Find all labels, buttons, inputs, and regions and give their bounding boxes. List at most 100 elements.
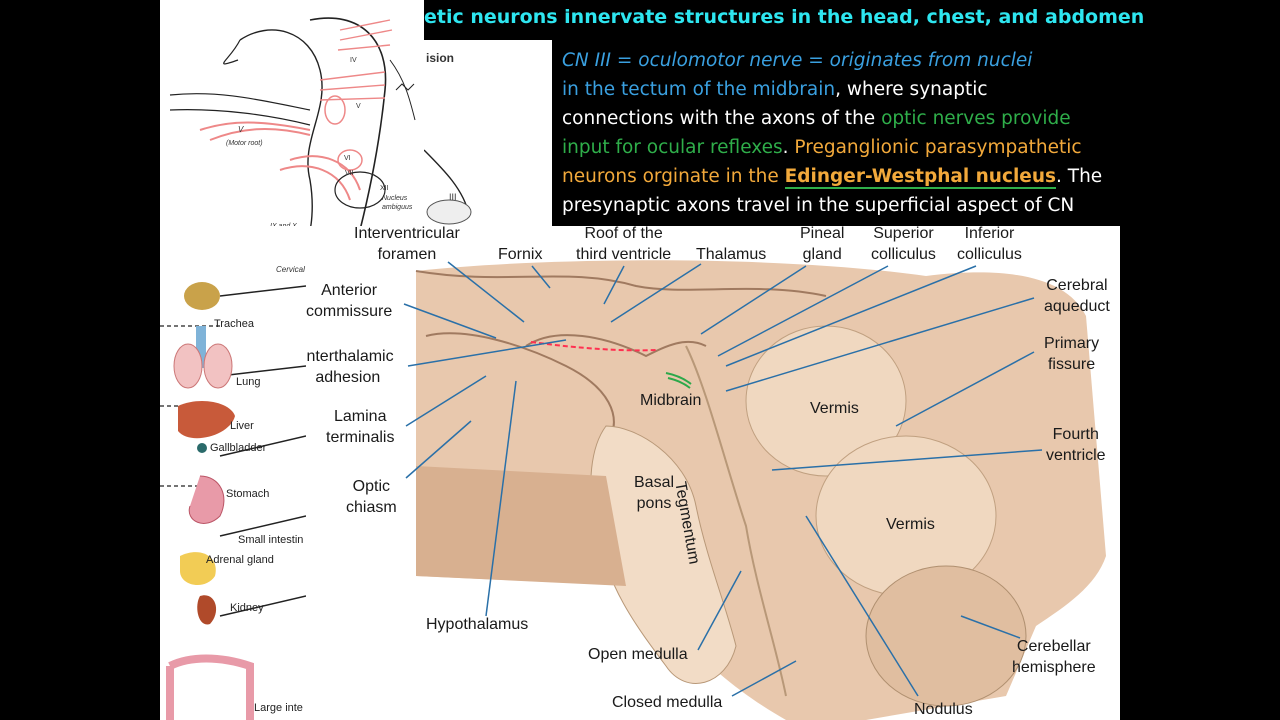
label-text: Open medulla — [588, 646, 688, 663]
label-text: Pineal — [800, 226, 845, 242]
nerve-v-label: V — [238, 125, 244, 134]
label-text: Inferior — [964, 226, 1015, 242]
label-lamina-terminalis: Lamina terminalis — [326, 406, 394, 448]
synaptic-phrase: , where synaptic — [835, 79, 988, 100]
lung-label: Lung — [236, 376, 261, 388]
label-cerebellar-hemisphere: Cerebellar hemisphere — [1012, 636, 1096, 678]
label-text: foramen — [377, 246, 437, 263]
text-line-4: input for ocular reflexes. Preganglionic… — [562, 133, 1122, 162]
label-text: pons — [636, 495, 672, 512]
label-text: hemisphere — [1012, 659, 1096, 676]
small-intestine-label: Small intestin — [238, 534, 304, 546]
label-text: Superior — [873, 226, 934, 242]
explanation-text: CN III = oculomotor nerve = originates f… — [562, 46, 1122, 220]
label-text: Closed medulla — [612, 694, 723, 711]
roman-v-label: V — [356, 103, 361, 110]
xii-label: XII — [380, 185, 389, 192]
label-text: ventricle — [1046, 447, 1106, 464]
label-basal-pons: Basal pons — [634, 472, 674, 514]
label-fornix: Fornix — [498, 244, 542, 265]
liver-label: Liver — [230, 420, 254, 432]
slide-title: etic neurons innervate structures in the… — [424, 6, 1145, 28]
preganglionic-phrase: Preganglionic parasympathetic — [794, 137, 1082, 158]
label-closed-medulla: Closed medulla — [612, 692, 722, 713]
label-text: chiasm — [346, 499, 397, 516]
label-text: Primary — [1044, 335, 1100, 352]
roman-vi-label: VI — [344, 155, 351, 162]
label-cerebral-aqueduct: Cerebral aqueduct — [1044, 275, 1110, 317]
label-text: colliculus — [871, 246, 936, 263]
vision-drawing: ision III — [424, 51, 472, 225]
label-text: Nodulus — [914, 701, 973, 718]
label-text: Anterior — [321, 282, 378, 299]
label-text: commissure — [306, 303, 393, 320]
label-text: aqueduct — [1044, 298, 1110, 315]
label-text: Lamina — [333, 408, 387, 425]
label-text: Interventricular — [354, 226, 460, 242]
organ-drawing: Cervical — [160, 265, 306, 720]
label-text: gland — [802, 246, 842, 263]
nucleus-label: Nucleus — [382, 195, 408, 202]
label-text: Roof of the — [584, 226, 663, 242]
label-hypothalamus: Hypothalamus — [426, 614, 528, 635]
svg-text:III: III — [449, 192, 457, 202]
vision-diagram-fragment: ision III — [424, 40, 552, 230]
optic-nerves-phrase: optic nerves provide — [881, 108, 1071, 129]
label-text: fissure — [1047, 356, 1096, 373]
brain-drawing — [403, 260, 1106, 720]
label-anterior-commissure: Anterior commissure — [306, 280, 392, 322]
label-text: colliculus — [957, 246, 1022, 263]
text-line-3: connections with the axons of the optic … — [562, 104, 1122, 133]
label-superior-colliculus: Superior colliculus — [871, 226, 936, 265]
the-phrase: . The — [1056, 166, 1103, 187]
roman-iv-label: IV — [350, 57, 357, 64]
label-text: adhesion — [315, 369, 381, 386]
label-text: third ventricle — [576, 246, 672, 263]
tectum-phrase: in the tectum of the midbrain — [562, 79, 836, 100]
text-line-5: neurons orginate in the Edinger-Westphal… — [562, 162, 1122, 191]
label-vermis-bottom: Vermis — [886, 514, 935, 535]
motor-root-label: (Motor root) — [226, 140, 263, 147]
label-text: Fornix — [498, 246, 543, 263]
label-nodulus: Nodulus — [914, 699, 973, 720]
stomach-label: Stomach — [226, 488, 270, 500]
trachea-label: Trachea — [214, 318, 254, 330]
label-text: Hypothalamus — [426, 616, 529, 633]
label-text: Fourth — [1052, 426, 1099, 443]
label-text: Thalamus — [696, 246, 767, 263]
label-pineal-gland: Pineal gland — [800, 226, 844, 265]
vision-label: ision — [426, 51, 454, 65]
label-vermis-top: Vermis — [810, 398, 859, 419]
label-text: Interthalamic — [306, 348, 394, 365]
organ-diagram: Cervical Trachea Lung Liver Gallbladder … — [160, 226, 306, 720]
text-line-2: in the tectum of the midbrain, where syn… — [562, 75, 1122, 104]
label-fourth-ventricle: Fourth ventricle — [1046, 424, 1106, 466]
cranial-nerve-diagram: V (Motor root) IX and X XII Nucleus ambi… — [160, 0, 424, 230]
label-text: Cerebellar — [1016, 638, 1091, 655]
label-thalamus: Thalamus — [696, 244, 766, 265]
connections-phrase: connections with the axons of the — [562, 108, 882, 129]
label-text: Cerebral — [1046, 277, 1108, 294]
text-line-1: CN III = oculomotor nerve = originates f… — [562, 46, 1122, 75]
label-interthalamic-adhesion: Interthalamic adhesion — [306, 346, 394, 388]
label-inferior-colliculus: Inferior colliculus — [957, 226, 1022, 265]
label-text: Vermis — [886, 516, 935, 533]
period: . — [782, 137, 795, 158]
nerve-diagram-drawing: V (Motor root) IX and X XII Nucleus ambi… — [169, 17, 416, 230]
label-text: Basal — [634, 474, 675, 491]
roman-vii-label: VII — [345, 170, 354, 177]
adrenal-label: Adrenal gland — [206, 554, 274, 566]
text-line-6: presynaptic axons travel in the superfic… — [562, 191, 1122, 220]
ocular-reflexes-phrase: input for ocular reflexes — [562, 137, 783, 158]
cn3-definition: CN III = oculomotor nerve = originates f… — [562, 50, 1033, 71]
label-text: terminalis — [326, 429, 395, 446]
label-open-medulla: Open medulla — [588, 644, 688, 665]
presynaptic-phrase: presynaptic axons travel in the superfic… — [562, 195, 1075, 216]
ambiguus-label: ambiguus — [382, 204, 413, 211]
brain-sagittal-figure: Interventricular foramen Fornix Roof of t… — [306, 226, 1120, 720]
label-text: Optic — [352, 478, 391, 495]
kidney-label: Kidney — [230, 602, 264, 614]
label-roof-third-ventricle: Roof of the third ventricle — [576, 226, 671, 265]
gallbladder-label: Gallbladder — [210, 442, 267, 454]
neurons-origin-phrase: neurons orginate in the — [562, 166, 785, 187]
